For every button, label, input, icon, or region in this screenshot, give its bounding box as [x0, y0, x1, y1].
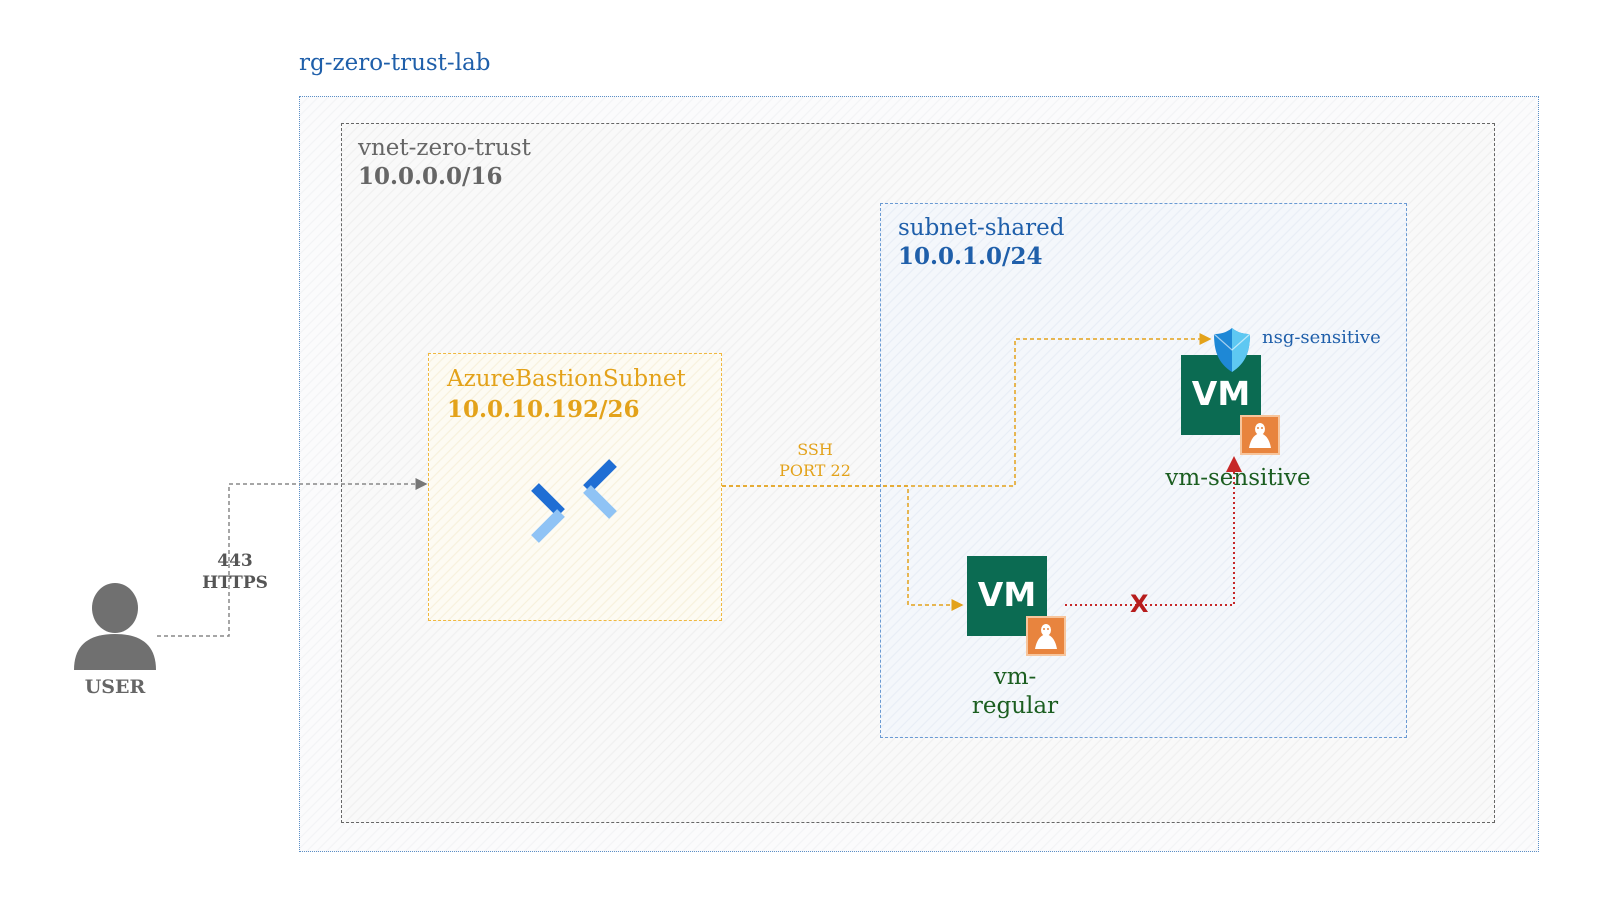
vm-regular-linux-icon	[1026, 616, 1066, 656]
user-label: USER	[84, 676, 146, 698]
resource-group-title: rg-zero-trust-lab	[299, 50, 491, 76]
regular-to-sensitive-blocked-line	[1065, 456, 1242, 606]
https-protocol-label: HTTPS	[202, 573, 268, 594]
user-to-bastion-line	[157, 478, 428, 637]
bastion-to-vm-regular-line	[722, 485, 964, 611]
subnet-shared-name: subnet-shared	[898, 215, 1065, 241]
vm-sensitive-label: vm-sensitive	[1165, 465, 1311, 491]
vm-regular-label-line2: regular	[971, 692, 1059, 719]
vnet-cidr: 10.0.0.0/16	[358, 163, 503, 190]
https-connection-label: 443 HTTPS	[195, 550, 275, 594]
user-icon	[74, 583, 156, 670]
subnet-shared-cidr: 10.0.1.0/24	[898, 243, 1043, 270]
vm-sensitive-linux-icon	[1240, 415, 1280, 455]
bastion-to-vm-sensitive-line	[722, 333, 1212, 487]
blocked-x-marker: X	[1130, 590, 1149, 618]
vm-regular-label-line1: vm-	[993, 664, 1037, 690]
ssh-protocol-label: SSH	[797, 440, 833, 459]
bastion-subnet-name: AzureBastionSubnet	[447, 366, 686, 392]
bastion-subnet-cidr: 10.0.10.192/26	[447, 396, 640, 423]
azure-bastion-icon	[531, 459, 617, 543]
vm-sensitive-icon: VM	[1181, 355, 1261, 435]
subnet-shared-boundary	[880, 203, 1407, 738]
bastion-subnet-boundary	[428, 353, 722, 621]
shield-icon	[1213, 328, 1251, 372]
ssh-port-label: PORT 22	[779, 460, 851, 480]
ssh-connection-label: SSH PORT 22	[765, 440, 865, 482]
vnet-name: vnet-zero-trust	[358, 135, 531, 161]
nsg-label: nsg-sensitive	[1262, 327, 1381, 348]
vm-regular-label: vm- regular	[955, 663, 1075, 721]
https-port-label: 443	[217, 551, 253, 571]
